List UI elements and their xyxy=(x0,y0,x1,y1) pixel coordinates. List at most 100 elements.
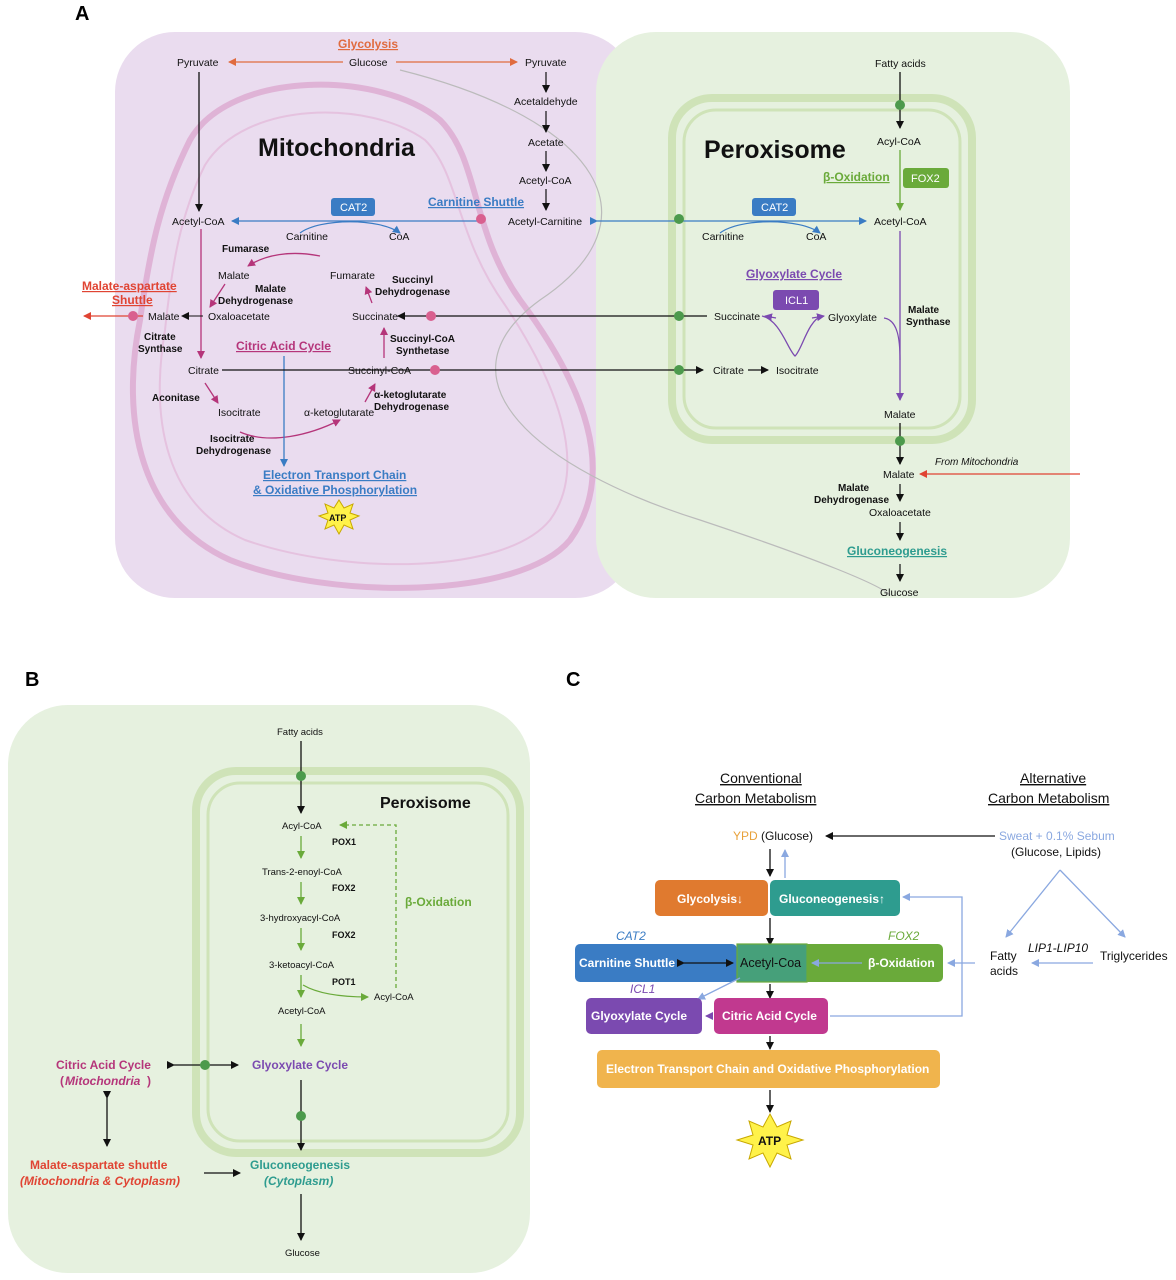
acetyl-coa-perox: Acetyl-CoA xyxy=(874,216,927,228)
pox1: POX1 xyxy=(332,837,356,847)
b-oxidation-c: β-Oxidation xyxy=(868,956,935,970)
sweat: Sweat + 0.1% Sebum xyxy=(999,829,1115,843)
panel-c: C Conventional Carbon Metabolism Alterna… xyxy=(566,669,1168,1169)
acyl-coa-b: Acyl-CoA xyxy=(282,821,322,832)
citrate-transporter xyxy=(430,365,440,375)
ms-2: Synthase xyxy=(906,317,951,328)
acyl-coa-a: Acyl-CoA xyxy=(877,136,921,148)
b-oxidation-box xyxy=(803,944,943,982)
alt-title-2: Carbon Metabolism xyxy=(988,790,1109,806)
panel-a: A Mitochondria Peroxisome Glycolysis Pyr… xyxy=(75,3,1080,599)
mdh-cyto-1: Malate xyxy=(838,483,870,494)
akgdh-1: α-ketoglutarate xyxy=(374,390,447,401)
isocitrate-perox: Isocitrate xyxy=(776,365,819,377)
fatty-c-2: acids xyxy=(990,964,1018,978)
coa-perox: CoA xyxy=(806,231,826,243)
gluconeogenesis-box xyxy=(770,880,900,916)
peroxisome-membrane xyxy=(668,94,976,444)
citric-acid-cycle-label: Citric Acid Cycle xyxy=(236,339,331,353)
glyoxylate-a: Glyoxylate xyxy=(828,312,877,324)
atp-starburst-c xyxy=(735,1112,805,1169)
panel-a-label: A xyxy=(75,3,89,25)
oxaloacetate-mito: Oxaloacetate xyxy=(208,311,270,323)
cat2-perox: CAT2 xyxy=(761,202,788,214)
acetyl-coa-box xyxy=(736,943,808,983)
acetyl-coa-c: Acetyl-Coa xyxy=(740,956,801,970)
atp-starburst-a xyxy=(317,499,361,536)
glucose-top: Glucose xyxy=(349,57,388,69)
trans-enoyl: Trans-2-enoyl-CoA xyxy=(262,867,343,878)
scs-1: Succinyl-CoA xyxy=(390,334,455,345)
perox-citrate-dot xyxy=(674,365,684,375)
ms-1: Malate xyxy=(908,305,940,316)
succinate-transporter xyxy=(426,311,436,321)
hydroxyacyl: 3-hydroxyacyl-CoA xyxy=(260,913,341,924)
citrate-perox: Citrate xyxy=(713,365,744,377)
fatty-acids-a: Fatty acids xyxy=(875,58,926,70)
perox-malate-dot xyxy=(895,436,905,446)
shuttle-dot xyxy=(128,311,138,321)
b-oxidation-a: β-Oxidation xyxy=(823,170,890,184)
mas-b-2: (Mitochondria & Cytoplasm) xyxy=(20,1174,180,1188)
a-ketoglutarate: α-ketoglutarate xyxy=(304,407,374,419)
cat2-mito: CAT2 xyxy=(340,202,367,214)
sdh-2: Dehydrogenase xyxy=(375,287,450,298)
glucose-b: Glucose xyxy=(285,1248,320,1259)
icl1-badge-a xyxy=(773,290,819,310)
mas-label-1: Malate-aspartate xyxy=(82,279,177,293)
gluconeogenesis-a: Gluconeogenesis xyxy=(847,544,947,558)
isocitrate-mito: Isocitrate xyxy=(218,407,261,419)
etc-c: Electron Transport Chain and Oxidative P… xyxy=(606,1062,929,1076)
acetaldehyde: Acetaldehyde xyxy=(514,96,578,108)
mitochondria-region xyxy=(115,32,635,598)
cs-1: Citrate xyxy=(144,332,176,343)
mdh-1: Malate xyxy=(255,284,287,295)
glucose-paren: (Glucose) xyxy=(761,829,813,843)
carnitine-mito: Carnitine xyxy=(286,231,328,243)
cs-2: Synthase xyxy=(138,344,183,355)
glycolysis-label: Glycolysis xyxy=(338,37,398,51)
cac-b-paren-close: ) xyxy=(147,1074,151,1088)
malate-shuttle: Malate xyxy=(148,311,180,323)
fox2-b2: FOX2 xyxy=(332,930,356,940)
cat2-badge-perox xyxy=(752,198,796,216)
fox2-b1: FOX2 xyxy=(332,883,356,893)
mdh-2: Dehydrogenase xyxy=(218,296,293,307)
mitochondrion-inner xyxy=(158,111,569,566)
atp-a: ATP xyxy=(329,513,346,523)
cat2-badge-mito xyxy=(331,198,375,216)
peroxisome-inner-membrane xyxy=(682,108,962,430)
ypd: YPD xyxy=(733,829,758,843)
coa-mito: CoA xyxy=(389,231,409,243)
sdh-1: Succinyl xyxy=(392,275,433,286)
panel-b: B Fatty acids Peroxisome Acyl-CoA POX1 T… xyxy=(8,669,530,1273)
scs-2: Synthetase xyxy=(396,346,450,357)
cat2-c: CAT2 xyxy=(616,929,646,943)
glyoxylate-box xyxy=(586,998,702,1034)
icl1-a: ICL1 xyxy=(785,295,808,307)
b-cac-dot xyxy=(200,1060,210,1070)
idh-2: Dehydrogenase xyxy=(196,446,271,457)
akgdh-2: Dehydrogenase xyxy=(374,402,449,413)
fox2-a: FOX2 xyxy=(911,173,940,185)
glyoxylate-cycle-a: Glyoxylate Cycle xyxy=(746,267,842,281)
glyoxylate-cycle-b: Glyoxylate Cycle xyxy=(252,1058,348,1072)
panel-b-inner-membrane xyxy=(206,781,510,1143)
gng-b-1: Gluconeogenesis xyxy=(250,1158,350,1172)
fatty-c-1: Fatty xyxy=(990,949,1017,963)
fumarase: Fumarase xyxy=(222,244,270,255)
lip: LIP1-LIP10 xyxy=(1028,941,1088,955)
transporter-dot xyxy=(476,214,486,224)
fox2-badge-a xyxy=(903,168,949,188)
fumarate: Fumarate xyxy=(330,270,375,282)
perox-fa-dot xyxy=(895,100,905,110)
mdh-cyto-2: Dehydrogenase xyxy=(814,495,889,506)
acyl-coa-b2: Acyl-CoA xyxy=(374,992,414,1003)
carnitine-perox: Carnitine xyxy=(702,231,744,243)
malate-cyto: Malate xyxy=(883,469,915,481)
acetate: Acetate xyxy=(528,137,564,149)
citrate-mito: Citrate xyxy=(188,365,219,377)
glucose-bottom: Glucose xyxy=(880,587,919,599)
from-mitochondria: From Mitochondria xyxy=(935,457,1019,468)
